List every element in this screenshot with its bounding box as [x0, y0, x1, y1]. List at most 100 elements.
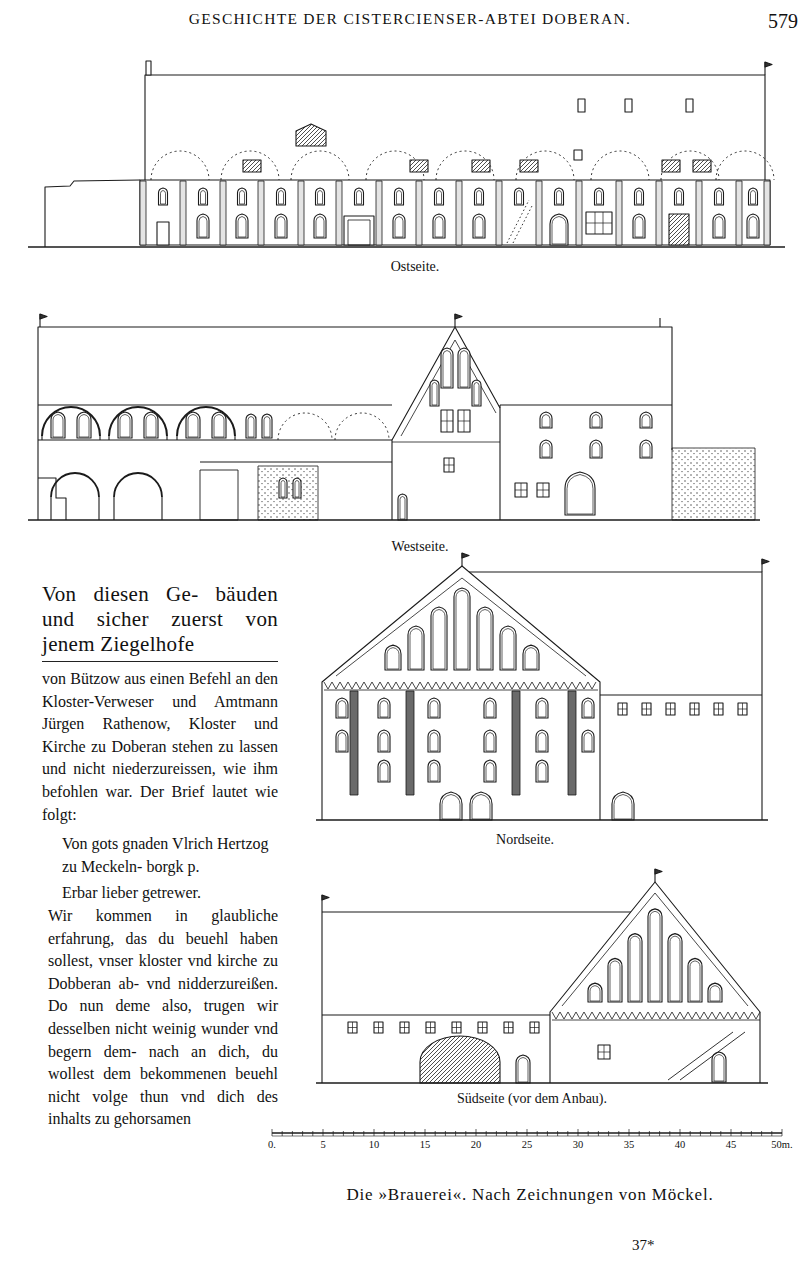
scale-tick	[455, 1131, 456, 1136]
scale-number: 15	[420, 1139, 431, 1152]
scale-tick	[476, 1129, 477, 1136]
rect-window	[537, 483, 549, 497]
scale-tick	[374, 1129, 375, 1136]
window-reveal	[751, 191, 756, 205]
chimney	[578, 99, 585, 112]
pointed-window	[385, 645, 401, 670]
pointed-window	[640, 412, 652, 428]
window-reveal	[614, 795, 632, 820]
scale-tick	[465, 1131, 466, 1136]
stair	[668, 1032, 733, 1080]
gable-wall	[322, 566, 600, 820]
pointed-window	[565, 472, 595, 515]
window-reveal	[240, 191, 245, 205]
rect-window	[530, 1022, 539, 1033]
view-caption: Südseite (vor dem Anbau).	[457, 1091, 607, 1108]
gable-band	[562, 893, 748, 1006]
gable	[392, 327, 500, 520]
pointed-window	[747, 214, 759, 238]
string-course	[552, 1020, 760, 1021]
window-bar	[598, 1052, 610, 1053]
scale-number: 20	[471, 1139, 482, 1152]
ridge-line	[322, 911, 631, 912]
rect-window	[374, 1022, 383, 1033]
roof-outline	[38, 327, 672, 520]
vault-outline	[516, 151, 574, 180]
window-reveal	[518, 1058, 528, 1083]
dormer	[472, 160, 490, 172]
string-course	[324, 690, 598, 691]
window-reveal	[238, 217, 246, 238]
arch-jamb	[99, 436, 100, 440]
scale-tick	[272, 1129, 273, 1136]
pointed-window	[477, 607, 493, 670]
window-reveal	[542, 415, 550, 428]
window-reveal	[199, 217, 207, 238]
chimney	[146, 61, 151, 75]
rect-window	[441, 410, 453, 432]
vault-outline	[661, 151, 719, 180]
pointed-window	[293, 478, 301, 498]
window-reveal	[502, 629, 514, 669]
window-reveal	[749, 217, 757, 238]
arch-jamb	[234, 436, 235, 440]
rect-window	[478, 1022, 487, 1033]
scale-tick	[557, 1131, 558, 1136]
chimney	[625, 99, 632, 112]
window-reveal	[715, 217, 723, 238]
scale-number: 5	[320, 1139, 325, 1152]
window-bar	[348, 1027, 357, 1028]
wall	[140, 180, 770, 245]
eave	[322, 1014, 550, 1015]
pointed-window	[238, 188, 247, 205]
window-reveal	[677, 191, 682, 205]
pointed-window	[708, 983, 722, 1002]
pilaster	[406, 691, 414, 795]
pent-roof	[200, 461, 392, 462]
pointed-window	[431, 607, 447, 670]
grid-window	[586, 212, 612, 234]
scale-tick	[425, 1129, 426, 1136]
scale-tick	[302, 1131, 303, 1136]
pointed-window	[484, 760, 496, 782]
window-reveal	[592, 415, 600, 428]
scale-tick	[384, 1131, 385, 1136]
pointed-window	[715, 188, 724, 205]
scale-tick	[720, 1131, 721, 1136]
wall-edge	[499, 405, 500, 520]
pilaster	[416, 181, 422, 245]
window-reveal	[477, 191, 482, 205]
arch-jamb	[98, 497, 99, 520]
pointed-window	[550, 214, 568, 245]
pointed-window	[316, 188, 325, 205]
window-bar	[478, 1027, 487, 1028]
window-reveal	[214, 415, 224, 438]
window-reveal	[437, 191, 442, 205]
pointed-window	[536, 760, 548, 782]
scale-tick	[363, 1131, 364, 1136]
window-reveal	[318, 191, 323, 205]
window-reveal	[380, 763, 388, 782]
window-reveal	[714, 1055, 724, 1082]
window-reveal	[316, 217, 324, 238]
window-bar	[504, 1027, 513, 1028]
ground-line	[316, 1082, 768, 1083]
pointed-window	[279, 478, 287, 498]
view-caption: Nordseite.	[496, 832, 554, 849]
pilaster	[764, 181, 770, 245]
scale-tick	[527, 1129, 528, 1136]
window-reveal	[443, 351, 451, 388]
scale-tick	[598, 1131, 599, 1136]
pointed-window	[713, 214, 725, 238]
arch-jamb	[161, 497, 162, 520]
window-reveal	[630, 936, 640, 1001]
letter-address: Erbar lieber getrewer.	[42, 882, 278, 905]
window-reveal	[410, 629, 422, 669]
window-reveal	[642, 415, 650, 428]
pilaster	[496, 181, 502, 245]
window-reveal	[538, 701, 546, 718]
arch-jamb	[108, 436, 109, 440]
gable-band	[401, 340, 496, 436]
pointed-window	[688, 958, 702, 1002]
vault-outline	[335, 413, 389, 440]
